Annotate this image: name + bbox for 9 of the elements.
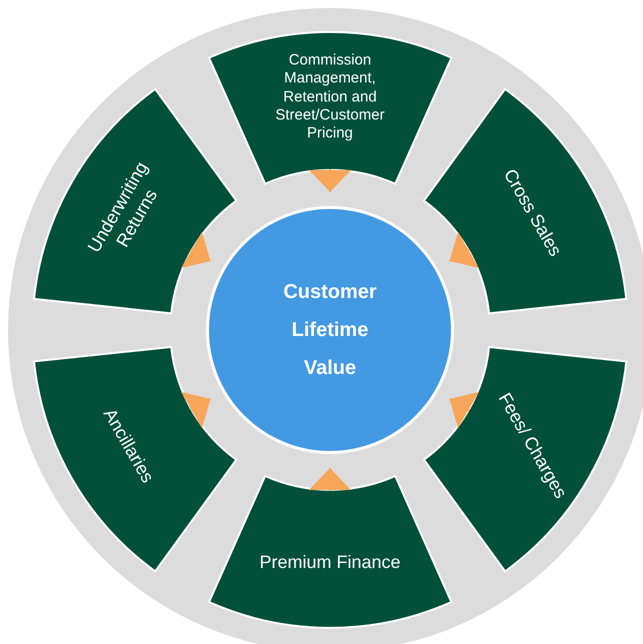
arrow <box>180 392 211 428</box>
arrow <box>449 392 480 428</box>
segment-label: Premium Finance <box>258 552 402 574</box>
arrow <box>309 169 351 192</box>
arrow <box>449 232 480 268</box>
arrow <box>180 232 211 268</box>
center-label: Customer Lifetime Value <box>282 280 378 381</box>
segment-label: Commission Management, Retention and Street/Customer Pricing <box>274 51 386 143</box>
arrow <box>309 468 351 491</box>
